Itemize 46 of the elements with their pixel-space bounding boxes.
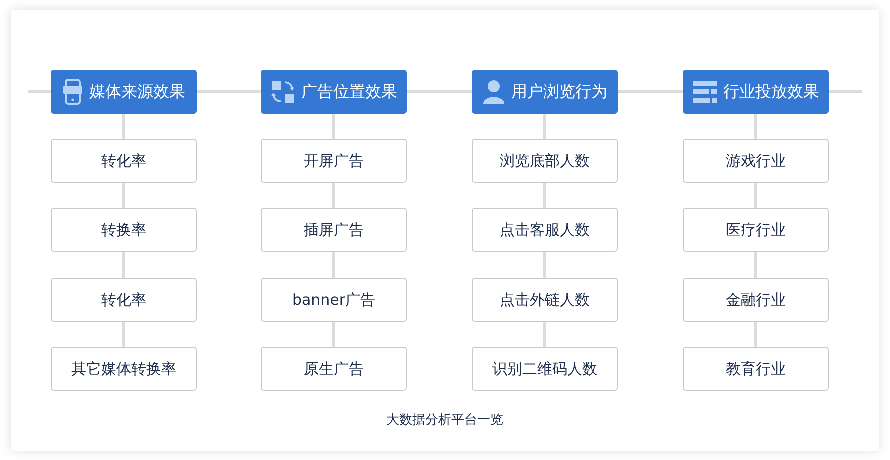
metric-box: 转化率 [51, 139, 197, 183]
metric-box: 开屏广告 [261, 139, 407, 183]
connector-line [407, 90, 472, 94]
metric-box: 原生广告 [261, 347, 407, 391]
metric-box: 转化率 [51, 278, 197, 322]
connector-line [122, 183, 126, 208]
connector-line [754, 114, 758, 139]
header-box [51, 70, 197, 114]
metric-box: 转换率 [51, 208, 197, 252]
connector-line [332, 252, 336, 278]
header-box [261, 70, 407, 114]
connector-line [544, 114, 546, 139]
connector-line [122, 252, 126, 278]
connector-line [618, 90, 683, 94]
connector-line [754, 322, 758, 347]
connector-line [332, 183, 336, 208]
connector-line [197, 90, 261, 94]
metric-box: 浏览底部人数 [472, 139, 618, 183]
connector-line [28, 90, 51, 94]
header-title: 用户浏览行为 [512, 82, 608, 102]
header-title: 媒体来源效果 [90, 82, 186, 102]
caption: 大数据分析平台一览 [386, 412, 504, 430]
header-title: 广告位置效果 [302, 82, 398, 102]
metric-box: 医疗行业 [683, 208, 829, 252]
metric-box: 教育行业 [683, 347, 829, 391]
connector-line [544, 252, 546, 278]
metric-box: banner广告 [261, 278, 407, 322]
metric-box: 识别二维码人数 [472, 347, 618, 391]
connector-line [122, 322, 126, 347]
metric-box: 其它媒体转换率 [51, 347, 197, 391]
connector-line [754, 252, 758, 278]
connector-line [544, 183, 546, 208]
metric-box: 游戏行业 [683, 139, 829, 183]
connector-line [332, 322, 336, 347]
header-title: 行业投放效果 [724, 82, 820, 102]
connector-line [122, 114, 126, 139]
connector-line [754, 183, 758, 208]
connector-line [829, 90, 862, 94]
header-box [472, 70, 618, 114]
header-box [683, 70, 829, 114]
metric-box: 点击客服人数 [472, 208, 618, 252]
metric-box: 点击外链人数 [472, 278, 618, 322]
metric-box: 插屏广告 [261, 208, 407, 252]
metric-box: 金融行业 [683, 278, 829, 322]
connector-line [544, 322, 546, 347]
connector-line [332, 114, 336, 139]
